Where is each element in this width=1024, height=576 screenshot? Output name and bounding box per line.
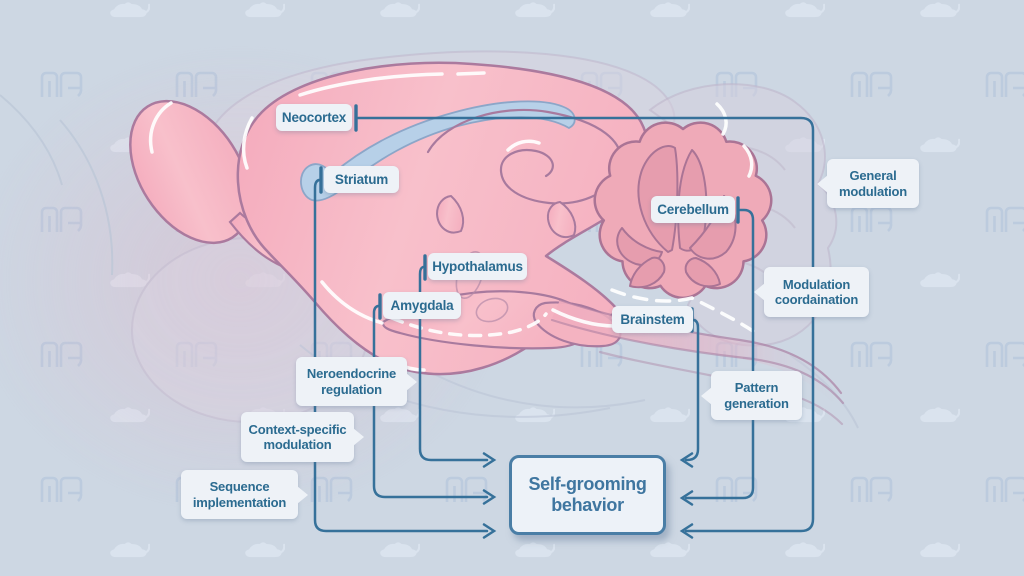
hippocampus-appendage (435, 194, 465, 234)
label-hypothalamus: Hypothalamus (428, 253, 527, 280)
connector-striatum (313, 178, 489, 533)
label-text: Neroendocrine regulation (306, 366, 397, 397)
center-box-label: Self-grooming behavior (528, 473, 647, 515)
connector-brainstem (684, 318, 700, 462)
arrowhead-neocortex (679, 523, 694, 539)
hippocampus-swirl (426, 108, 622, 205)
label-amygdala: Amygdala (383, 292, 461, 319)
connector-amygdala (372, 304, 489, 499)
label-brainstem: Brainstem (612, 306, 693, 333)
self-grooming-behavior-box: Self-grooming behavior (509, 455, 666, 535)
connector-hypothalamus (418, 265, 489, 462)
label-modulation-coordaination: Modulation coordaination (754, 267, 869, 317)
pointer-tail (701, 386, 712, 405)
arrowhead-cerebellum (679, 490, 694, 506)
connector-cerebellum (684, 208, 755, 500)
label-context-specific-modulation: Context-specific modulation (241, 412, 364, 462)
label-cerebellum: Cerebellum (651, 196, 735, 223)
label-text: Modulation coordaination (774, 276, 859, 307)
arrowhead-hypothalamus (482, 452, 497, 468)
pointer-tail (754, 283, 765, 301)
label-striatum: Striatum (324, 166, 399, 193)
label-text: Sequence implementation (192, 479, 287, 510)
olfactory-bulb (129, 99, 251, 245)
label-pattern-generation: Pattern generation (701, 371, 802, 420)
arrowhead-brainstem (679, 452, 694, 468)
label-general-modulation: General modulation (817, 159, 919, 208)
label-text: General modulation (838, 168, 908, 199)
label-neocortex: Neocortex (276, 104, 352, 131)
label-text: Pattern generation (724, 380, 789, 411)
hippocampus-appendage (546, 200, 577, 238)
pointer-tail (817, 174, 828, 193)
pointer-tail (297, 485, 308, 504)
connector-neocortex (356, 116, 815, 533)
pointer-tail (353, 428, 364, 446)
arrowhead-amygdala (482, 489, 497, 505)
white-highlights (149, 71, 755, 372)
connector-lines (313, 104, 815, 539)
pointer-tail (406, 372, 417, 391)
label-sequence-implementation: Sequence implementation (181, 470, 308, 519)
label-neroendocrine-regulation: Neroendocrine regulation (296, 357, 417, 406)
arrowhead-striatum (482, 523, 497, 539)
label-text: Context-specific modulation (248, 421, 347, 452)
